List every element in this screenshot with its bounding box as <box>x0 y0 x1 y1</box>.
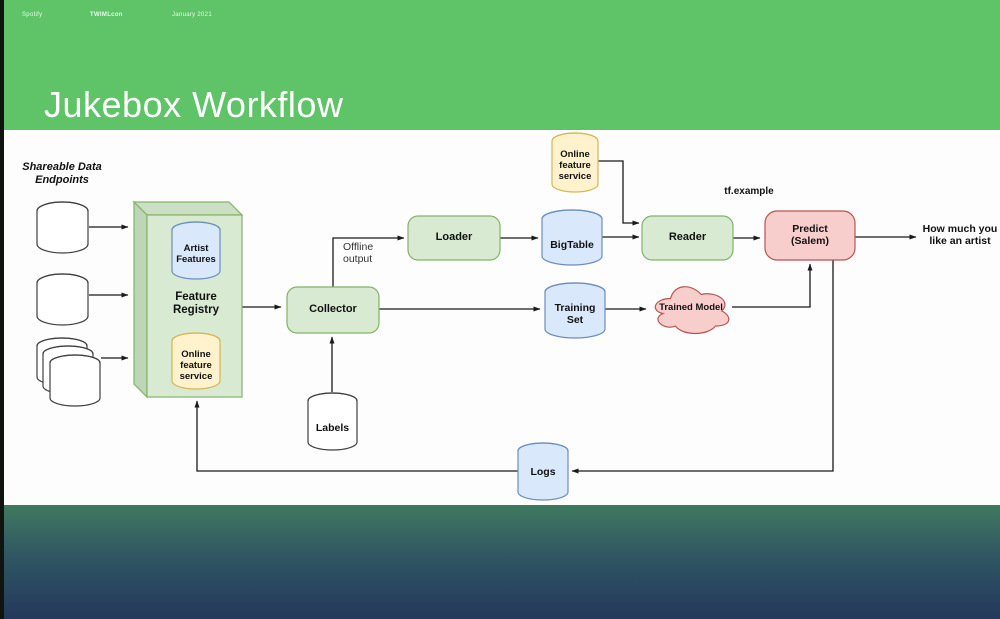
predict-label: Predict (Salem) <box>791 223 829 247</box>
feature-registry-label: Feature Registry <box>172 291 220 317</box>
offline-output-annotation: Offline output <box>343 241 374 265</box>
edge-model-predict <box>732 263 813 308</box>
bigtable-label: BigTable <box>550 239 594 251</box>
left-edge-strip <box>0 0 4 619</box>
tf-example-annotation: tf.example <box>724 186 774 197</box>
labels-db-icon <box>307 392 358 451</box>
trained-model-label: Trained Model <box>659 302 723 313</box>
logs-label: Logs <box>530 466 556 478</box>
event-text: TWIMLcon <box>90 12 123 18</box>
training-set-label: Training Set <box>554 302 596 326</box>
artist-features-label: Artist Features <box>176 243 216 265</box>
date-text: January 2021 <box>172 12 212 18</box>
connectors <box>89 160 917 474</box>
training-set-db-icon <box>544 282 606 339</box>
logs-db-icon <box>517 442 569 501</box>
slide-footer <box>0 505 1000 619</box>
collector-label: Collector <box>309 303 357 315</box>
output-text: How much you like an artist <box>922 223 998 247</box>
shareable-endpoints-label: Shareable Data Endpoints <box>22 161 102 186</box>
brand-text: Spotify <box>22 12 43 18</box>
shareable-endpoints <box>36 201 101 407</box>
online-feature-registry-label: Online feature service <box>179 349 213 382</box>
page-title: Jukebox Workflow <box>44 84 344 125</box>
edge-onlinefs-reader <box>598 160 640 226</box>
online-feature-service-label: Online feature service <box>558 149 592 182</box>
endpoint-db-stack-icon <box>36 337 101 407</box>
loader-label: Loader <box>435 231 473 243</box>
bigtable-db-icon <box>541 209 603 266</box>
edge-collector-loader <box>332 235 405 287</box>
online-feature-service-db-icon <box>551 132 599 193</box>
reader-node <box>641 215 734 261</box>
endpoint-db-2-icon <box>36 273 89 326</box>
slide-header: Spotify TWIMLcon January 2021 Jukebox Wo… <box>0 0 1000 130</box>
edge-logs-registry <box>194 400 518 472</box>
collector-node <box>286 286 380 334</box>
online-feature-registry-db-icon <box>171 332 221 390</box>
trained-model-cloud <box>654 286 730 335</box>
edge-predict-logs <box>571 260 834 474</box>
loader-node <box>407 215 501 261</box>
endpoint-db-1-icon <box>36 201 89 254</box>
artist-features-db-icon <box>171 221 221 280</box>
predict-node <box>764 210 856 261</box>
labels-label: Labels <box>315 422 350 434</box>
reader-label: Reader <box>668 231 707 243</box>
